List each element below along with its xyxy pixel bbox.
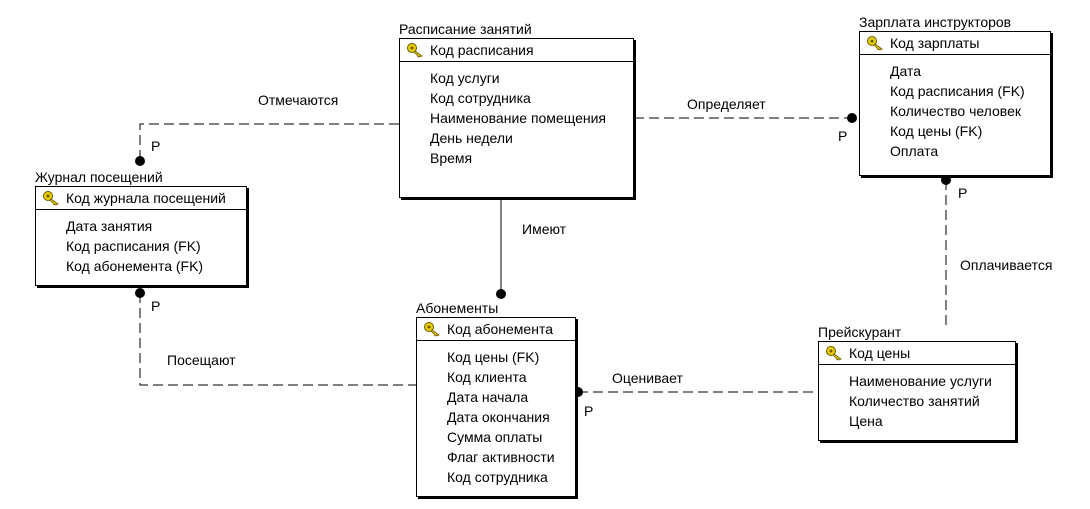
relationship-label-marked: Отмечаются <box>258 92 339 108</box>
attribute: Время <box>430 150 473 166</box>
primary-key-row: Код зарплаты <box>860 32 1050 55</box>
attribute: Код расписания (FK) <box>890 83 1025 99</box>
cardinality-label: P <box>958 185 968 201</box>
primary-key-row: Код абонемента <box>417 318 575 341</box>
entity-box[interactable]: Код журнала посещений Дата занятия Код р… <box>35 186 247 286</box>
cardinality-label: P <box>151 298 161 314</box>
relationship-label-have: Имеют <box>522 221 567 237</box>
endpoint-dot <box>941 175 951 185</box>
key-icon <box>43 191 59 206</box>
cardinality-label: P <box>838 128 848 144</box>
relationship-label-paid: Оплачивается <box>960 257 1053 273</box>
attribute: Дата окончания <box>447 409 550 425</box>
attribute: Код сотрудника <box>447 469 548 485</box>
attribute: Код цены (FK) <box>890 123 983 139</box>
attribute: Код цены (FK) <box>447 349 540 365</box>
attribute-list: Наименование услуги Количество занятий Ц… <box>819 365 1015 431</box>
attribute: Сумма оплаты <box>447 429 543 445</box>
entity-title: Расписание занятий <box>399 21 532 37</box>
attribute: Код сотрудника <box>430 90 531 106</box>
entity-box[interactable]: Код зарплаты Дата Код расписания (FK) Ко… <box>859 31 1051 176</box>
attribute: Дата начала <box>447 389 529 405</box>
primary-key-label: Код цены <box>849 345 911 361</box>
attribute: Количество человек <box>890 103 1021 119</box>
endpoint-dot <box>496 289 506 299</box>
attribute: Код абонемента (FK) <box>66 258 204 274</box>
cardinality-label: P <box>584 403 594 419</box>
primary-key-label: Код журнала посещений <box>66 190 226 206</box>
entity-title: Прейскурант <box>818 324 902 340</box>
attribute-list: Дата занятия Код расписания (FK) Код або… <box>36 210 246 276</box>
endpoint-dot <box>135 156 145 166</box>
key-icon <box>826 346 842 361</box>
attribute: Дата <box>890 63 922 79</box>
relationship-line-marked <box>139 123 399 160</box>
entity-box[interactable]: Код цены Наименование услуги Количество … <box>818 341 1016 441</box>
primary-key-row: Код журнала посещений <box>36 187 246 210</box>
key-icon <box>424 322 440 337</box>
attribute: День недели <box>430 130 513 146</box>
cardinality-label: P <box>151 138 161 154</box>
relationship-label-evaluates: Оценивает <box>612 370 683 386</box>
attribute: Количество занятий <box>849 393 980 409</box>
entity-box[interactable]: Код расписания Код услуги Код сотрудника… <box>399 38 634 198</box>
key-icon <box>407 43 423 58</box>
relationship-label-attend: Посещают <box>167 352 236 368</box>
attribute-list: Код услуги Код сотрудника Наименование п… <box>400 62 633 168</box>
attribute: Код клиента <box>447 369 527 385</box>
endpoint-dot <box>847 113 857 123</box>
key-icon <box>867 36 883 51</box>
attribute-list: Дата Код расписания (FK) Количество чело… <box>860 55 1050 161</box>
attribute-list: Код цены (FK) Код клиента Дата начала Да… <box>417 341 575 487</box>
attribute: Дата занятия <box>66 218 153 234</box>
attribute: Код услуги <box>430 70 500 86</box>
endpoint-dot <box>135 288 145 298</box>
primary-key-label: Код расписания <box>430 42 534 58</box>
attribute: Цена <box>849 413 883 429</box>
attribute: Флаг активности <box>447 449 555 465</box>
entity-title: Журнал посещений <box>35 169 163 185</box>
primary-key-row: Код расписания <box>400 39 633 62</box>
primary-key-label: Код абонемента <box>447 321 553 337</box>
attribute: Оплата <box>890 143 939 159</box>
entity-title: Зарплата инструкторов <box>859 14 1012 30</box>
entity-title: Абонементы <box>416 300 499 316</box>
attribute: Код расписания (FK) <box>66 238 201 254</box>
attribute: Наименование услуги <box>849 373 992 389</box>
entity-box[interactable]: Код абонемента Код цены (FK) Код клиента… <box>416 317 576 497</box>
attribute: Наименование помещения <box>430 110 606 126</box>
relationship-line-attend <box>139 293 416 386</box>
primary-key-row: Код цены <box>819 342 1015 365</box>
primary-key-label: Код зарплаты <box>890 35 980 51</box>
relationship-label-defines: Определяет <box>687 96 766 112</box>
